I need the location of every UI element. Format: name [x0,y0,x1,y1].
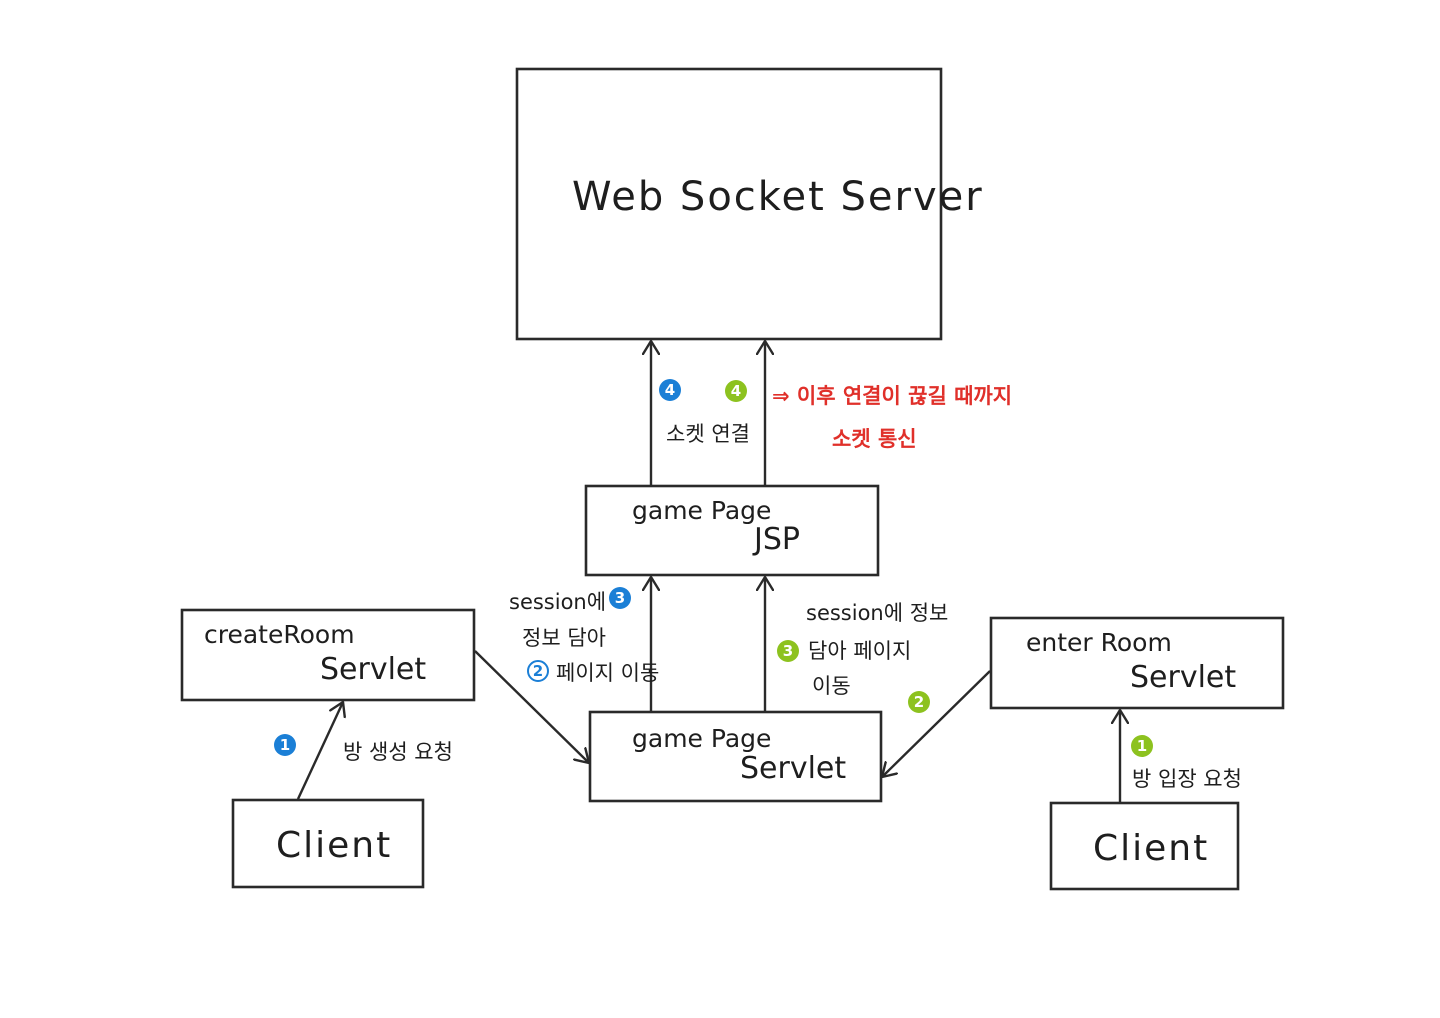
createroom-label-line1: createRoom [204,620,355,649]
gamepage-jsp-box [584,484,880,577]
left-session-note-line2: 정보 담아 [522,626,606,650]
right-session-note-line3: 이동 [812,674,851,698]
enterroom-label-line1: enter Room [1026,628,1172,657]
step-badge-green-1: 1 [1131,735,1153,757]
arrow-createroom-to-gamepage [474,650,589,763]
left-session-note-line1: session에 [509,590,607,614]
createroom-servlet-box [180,608,476,702]
websocket-server-label: Web Socket Server [572,174,984,220]
arrow-client-to-createroom [296,702,343,800]
after-connection-note-line1: ⇒ 이후 연결이 끊길 때까지 [772,384,1013,408]
client-left-box [231,798,425,889]
socket-connect-note: 소켓 연결 [666,422,750,446]
gamepage-jsp-label-line1: game Page [632,496,772,525]
client-right-box [1049,801,1240,891]
right-session-note-line2: 담아 페이지 [808,639,912,663]
createroom-label-line2: Servlet [320,652,427,687]
step-badge-green-2: 2 [908,691,930,713]
client-left-label: Client [276,825,393,866]
step-badge-green-3: 3 [777,640,799,662]
arrow-enterroom-to-gamepage [882,670,991,777]
step-badge-blue-4: 4 [659,379,681,401]
client-right-label: Client [1093,828,1210,869]
enter-room-request-note: 방 입장 요청 [1132,767,1242,791]
enterroom-servlet-box [989,616,1285,710]
step-badge-blue-2: 2 [527,660,549,682]
create-room-request-note: 방 생성 요청 [343,740,453,764]
gamepage-servlet-label-line2: Servlet [740,751,847,786]
enterroom-label-line2: Servlet [1130,660,1237,695]
right-session-note-line1: session에 정보 [806,601,949,625]
websocket-server-box [515,67,943,341]
after-connection-note-line2: 소켓 통신 [832,427,917,451]
step-badge-blue-1: 1 [274,734,296,756]
gamepage-jsp-label-line2: JSP [754,522,800,557]
left-page-move-note: 페이지 이동 [556,661,660,685]
step-badge-blue-3: 3 [609,587,631,609]
step-badge-green-4: 4 [725,380,747,402]
gamepage-servlet-label-line1: game Page [632,724,772,753]
